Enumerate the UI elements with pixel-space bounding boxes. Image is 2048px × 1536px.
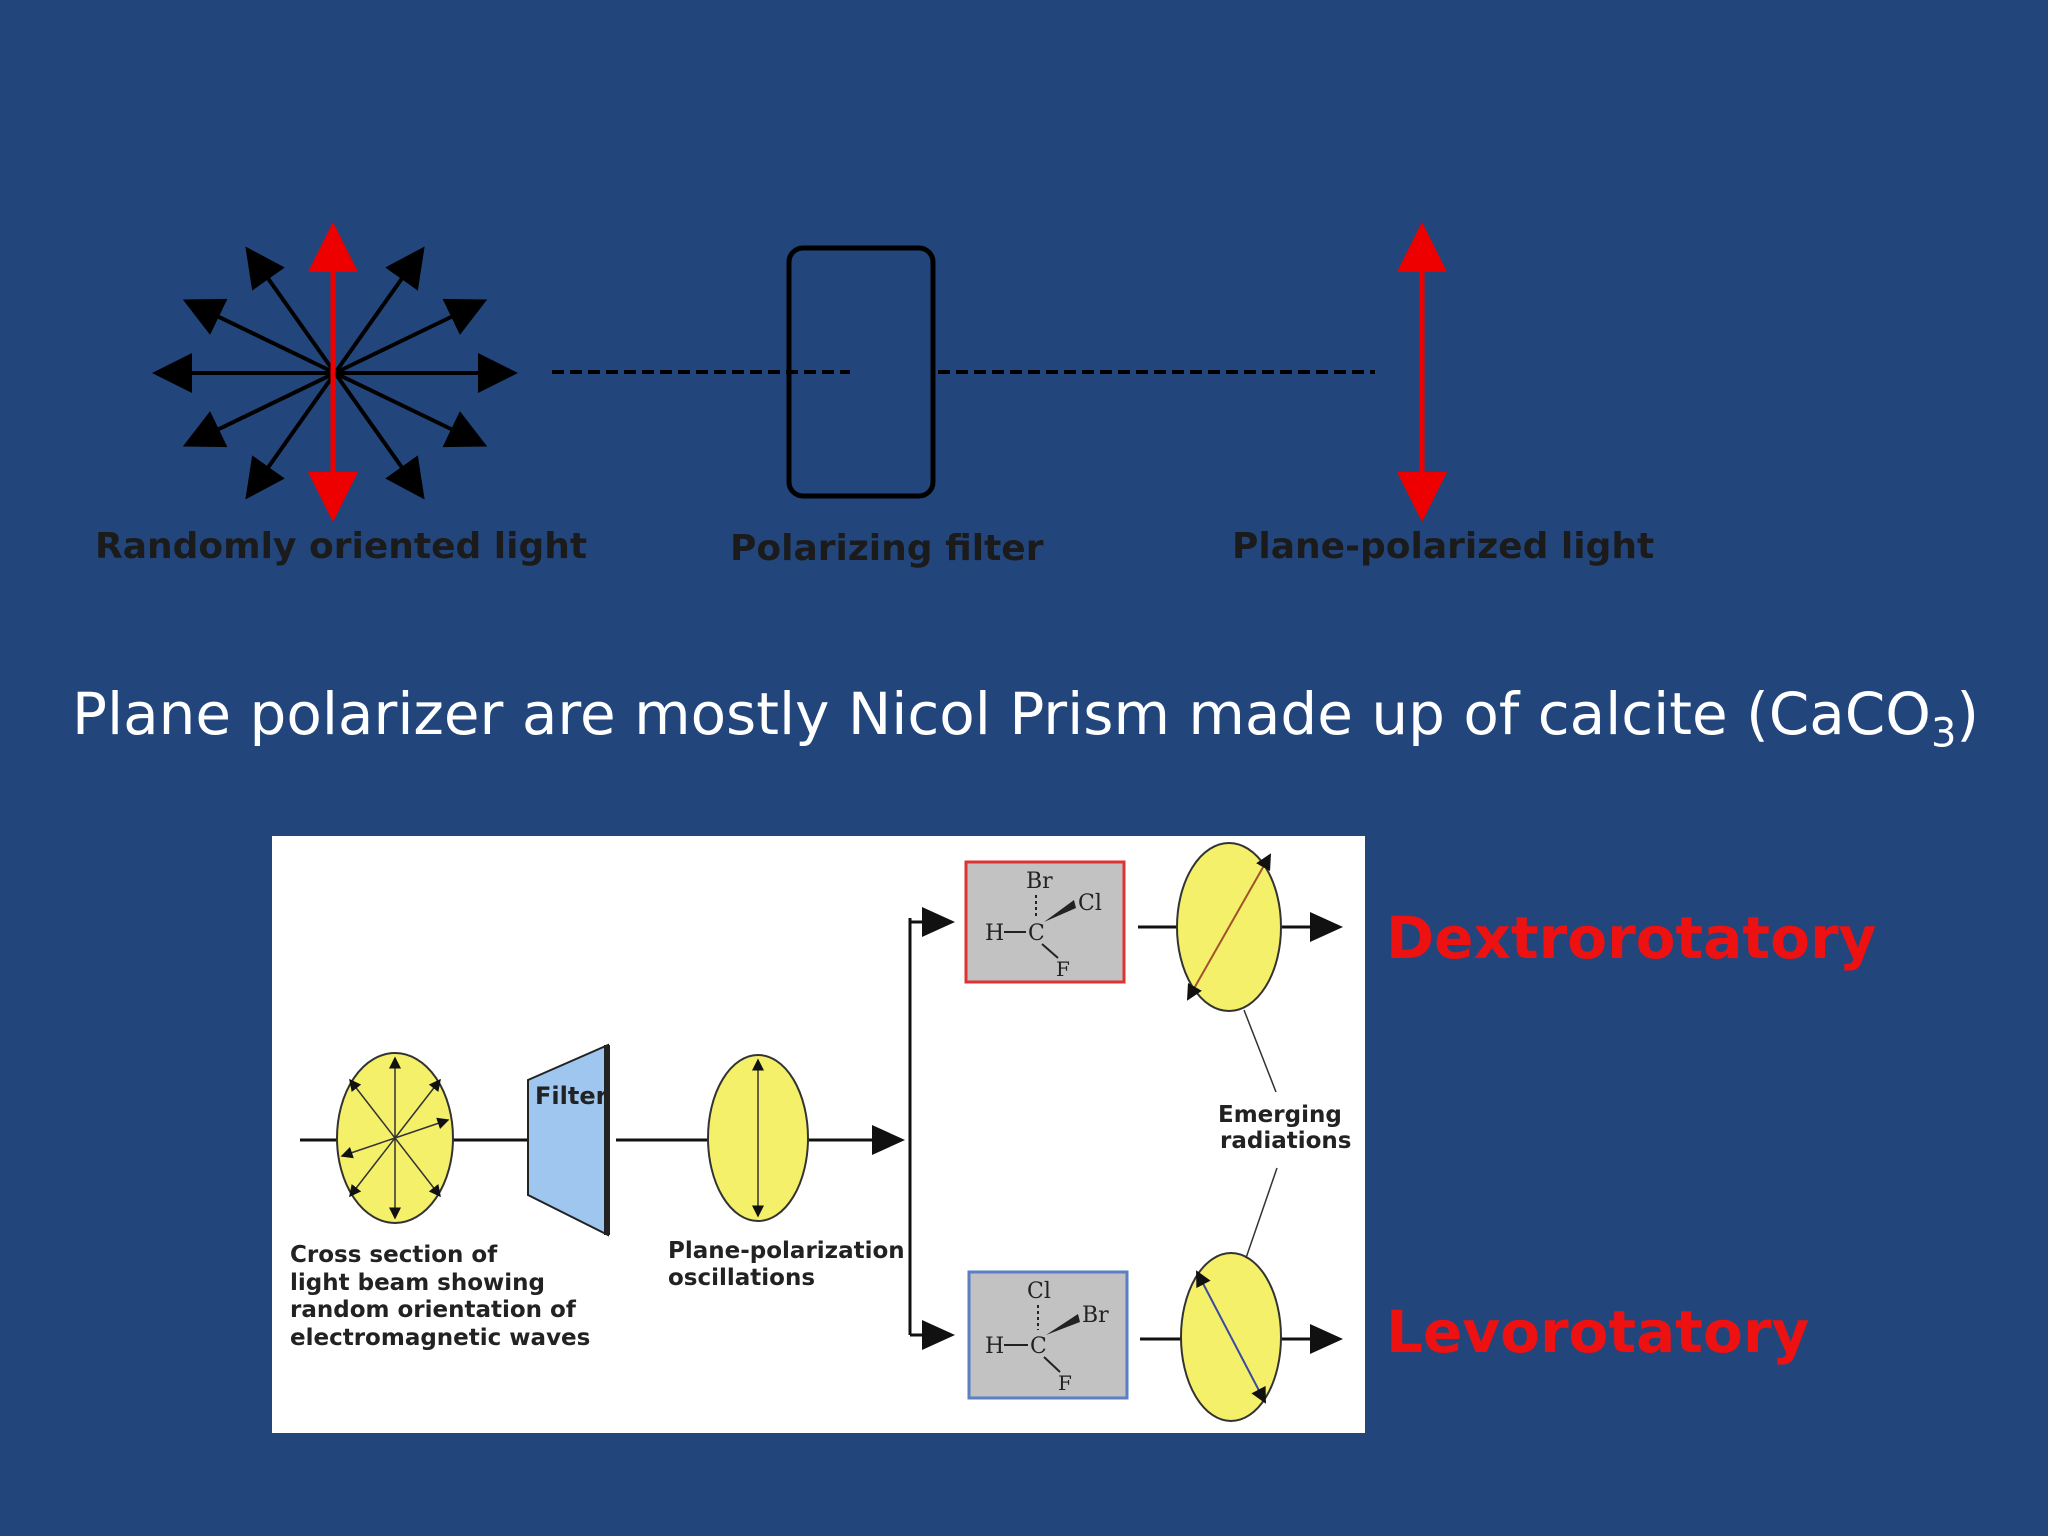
filter-block-edge bbox=[604, 1045, 610, 1235]
caption-line: Cross section of bbox=[290, 1242, 498, 1268]
caption-line: light beam showing bbox=[290, 1270, 545, 1296]
molecule-atom: H bbox=[985, 1334, 1004, 1359]
levo-rotated-ellipse bbox=[1180, 1252, 1282, 1422]
label-polarizing-filter: Polarizing filter bbox=[730, 528, 1044, 569]
caption-line: electromagnetic waves bbox=[290, 1325, 590, 1351]
caption-line: random orientation of bbox=[290, 1297, 577, 1323]
molecule-atom: F bbox=[1058, 1371, 1072, 1395]
molecule-atom: Cl bbox=[1027, 1279, 1051, 1304]
molecule-atom: Cl bbox=[1078, 891, 1102, 916]
polarizing-filter-box bbox=[786, 245, 936, 499]
levo-molecule-box: Cl Br H C F bbox=[967, 1270, 1129, 1400]
cross-section-caption: Cross section of light beam showing rand… bbox=[290, 1242, 590, 1351]
molecule-atom: Br bbox=[1026, 869, 1053, 894]
molecule-atom: H bbox=[985, 921, 1004, 946]
caption-line: Emerging bbox=[1218, 1102, 1342, 1128]
dextro-rotated-ellipse bbox=[1176, 842, 1282, 1012]
plane-polarization-ellipse bbox=[707, 1054, 809, 1222]
caption-line: Plane-polarization bbox=[668, 1238, 905, 1264]
caption-line: oscillations bbox=[668, 1265, 815, 1291]
molecule-atom: F bbox=[1056, 957, 1070, 981]
label-randomly-oriented-light: Randomly oriented light bbox=[95, 526, 587, 567]
caption-subscript: 3 bbox=[1930, 710, 1957, 757]
molecule-atom: C bbox=[1030, 1334, 1047, 1359]
molecule-atom: C bbox=[1028, 921, 1045, 946]
branch-lines bbox=[908, 907, 955, 1350]
slide-caption: Plane polarizer are mostly Nicol Prism m… bbox=[72, 680, 1979, 757]
levorotatory-label: Levorotatory bbox=[1386, 1298, 1810, 1366]
dextro-molecule-box: Br Cl H C F bbox=[964, 860, 1126, 984]
caption-text: Plane polarizer are mostly Nicol Prism m… bbox=[72, 680, 1931, 748]
dextrorotatory-label: Dextrorotatory bbox=[1386, 904, 1877, 972]
plane-oscillation-caption: Plane-polarization oscillations bbox=[668, 1238, 905, 1291]
emerging-pointer-lines bbox=[1243, 1009, 1278, 1259]
random-light-starburst bbox=[152, 246, 518, 500]
label-plane-polarized-light: Plane-polarized light bbox=[1232, 526, 1654, 567]
molecule-atom: Br bbox=[1082, 1303, 1109, 1328]
emerging-radiations-caption: Emerging radiations bbox=[1218, 1102, 1351, 1154]
caption-close: ) bbox=[1956, 680, 1980, 748]
filter-label: Filter bbox=[535, 1082, 608, 1110]
caption-line: radiations bbox=[1220, 1128, 1351, 1154]
cross-section-ellipse bbox=[336, 1052, 454, 1224]
